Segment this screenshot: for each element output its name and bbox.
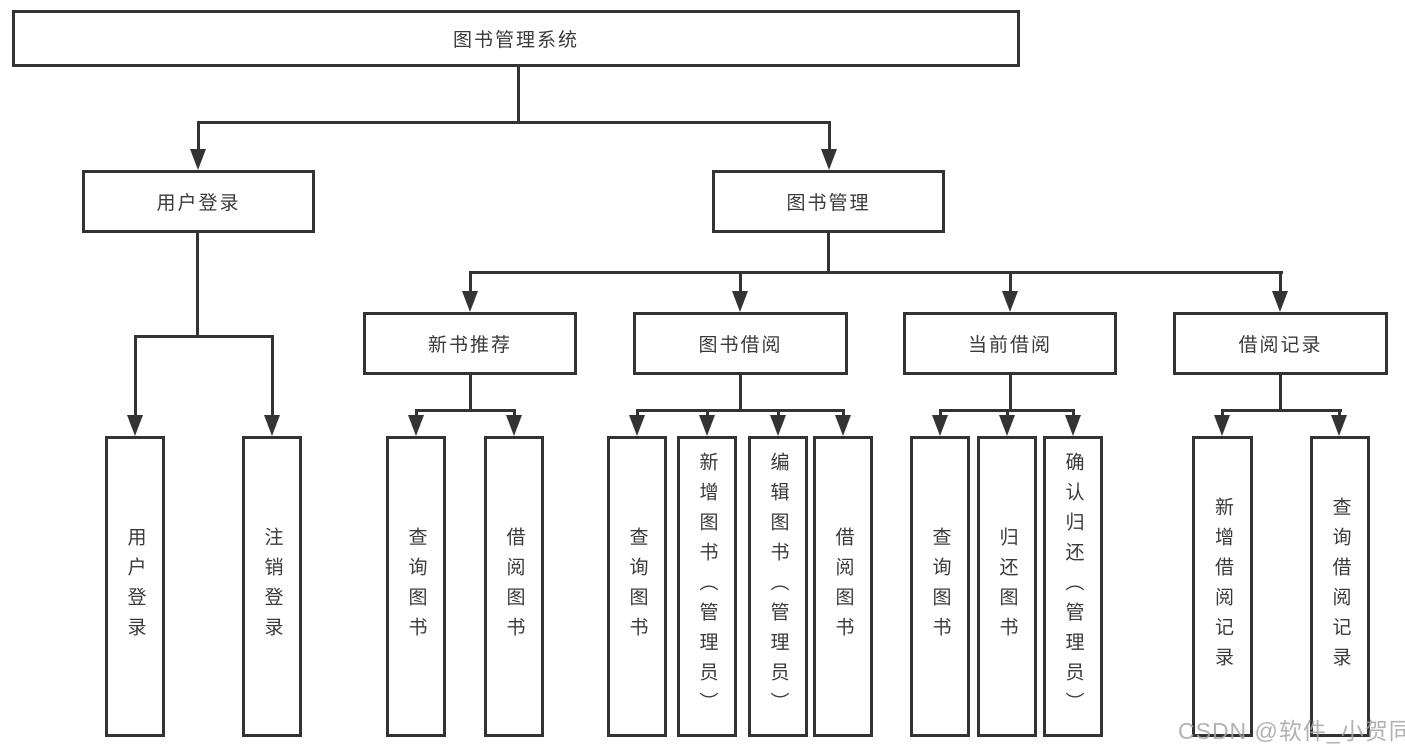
arrow-down-icon [462,291,478,312]
leaf-label: 借阅图书 [832,526,854,647]
connector-drop-leaf [706,409,709,418]
leaf-label: 查询图书 [405,526,427,647]
arrow-down-icon [264,415,280,436]
leaf-query-book: 查询图书 [607,436,667,737]
leaf-label: 查询借阅记录 [1329,496,1351,677]
leaf-borrow-book: 借阅图书 [484,436,544,737]
leaf-label: 编辑图书（管理员） [767,451,789,722]
leaf-label: 确认归还（管理员） [1062,451,1084,722]
connector-drop-user-login [197,121,200,153]
leaf-user-login: 用户登录 [105,436,165,737]
arrow-down-icon [1214,415,1230,436]
connector-drop-section [1279,271,1282,293]
arrow-down-icon [190,149,206,170]
leaf-borrow-book: 借阅图书 [813,436,873,737]
arrow-down-icon [699,415,715,436]
connector-drop-leaf [415,409,418,418]
arrow-down-icon [1331,415,1347,436]
leaf-label: 归还图书 [996,526,1018,647]
connector-user-login-bar [134,335,274,338]
node-label: 用户登录 [156,193,241,214]
node-new-book-recommend: 新书推荐 [363,312,577,375]
connector-root-stem [517,66,520,123]
leaf-label: 用户登录 [124,526,146,647]
connector-drop-leaf [1338,409,1341,418]
arrow-down-icon [629,415,645,436]
connector-section-stem [469,374,472,412]
connector-root-bar [197,121,831,124]
connector-drop-section [1009,271,1012,293]
arrow-down-icon [835,415,851,436]
leaf-label: 查询图书 [626,526,648,647]
node-book-management: 图书管理 [712,170,945,233]
leaf-label: 查询图书 [929,526,951,647]
connector-drop-section [469,271,472,293]
connector-drop-leaf [842,409,845,418]
node-label: 借阅记录 [1238,335,1323,356]
node-book-borrow: 图书借阅 [633,312,848,375]
connector-drop-leaf [636,409,639,418]
node-label: 图书管理系统 [452,30,579,51]
leaf-label: 借阅图书 [503,526,525,647]
connector-section-bar [636,409,845,412]
connector-drop-leaf [1006,409,1009,418]
arrow-down-icon [732,291,748,312]
arrow-down-icon [1272,291,1288,312]
connector-section-bar [415,409,516,412]
node-label: 新书推荐 [427,335,512,356]
node-library-management-system: 图书管理系统 [12,10,1020,67]
connector-section-bar [1221,409,1342,412]
arrow-down-icon [821,149,837,170]
connector-user-login-stem [196,232,199,337]
leaf-confirm-return-admin: 确认归还（管理员） [1043,436,1103,737]
leaf-add-book-admin: 新增图书（管理员） [677,436,737,737]
connector-drop-leaf [271,335,274,417]
leaf-label: 新增借阅记录 [1212,496,1233,677]
leaf-label: 注销登录 [261,526,283,647]
leaf-query-borrow-record: 查询借阅记录 [1310,436,1370,737]
arrow-down-icon [932,415,948,436]
connector-drop-leaf [513,409,516,418]
arrow-down-icon [770,415,786,436]
arrow-down-icon [999,415,1015,436]
connector-drop-leaf [1221,409,1224,418]
leaf-edit-book-admin: 编辑图书（管理员） [748,436,808,737]
connector-drop-leaf [1072,409,1075,418]
connector-book-management-stem [827,232,830,274]
node-current-borrow: 当前借阅 [903,312,1117,375]
connector-drop-leaf [134,335,137,417]
connector-book-management-bar [469,271,1283,274]
node-label: 当前借阅 [967,335,1052,356]
arrow-down-icon [1065,415,1081,436]
csdn-watermark: CSDN @软件_小贺同学 [1178,718,1405,744]
node-user-login: 用户登录 [82,170,315,233]
connector-drop-section [739,271,742,293]
node-label: 图书借阅 [698,335,783,356]
leaf-query-book: 查询图书 [386,436,446,737]
connector-drop-book-management [828,121,831,153]
leaf-query-book: 查询图书 [910,436,970,737]
connector-section-stem [739,374,742,412]
leaf-logout: 注销登录 [242,436,302,737]
connector-section-stem [1279,374,1282,412]
leaf-add-borrow-record: 新增借阅记录 [1192,436,1253,737]
connector-drop-leaf [939,409,942,418]
node-label: 图书管理 [786,193,871,214]
arrow-down-icon [506,415,522,436]
leaf-label: 新增图书（管理员） [696,451,718,722]
arrow-down-icon [127,415,143,436]
arrow-down-icon [408,415,424,436]
leaf-return-book: 归还图书 [977,436,1037,737]
connector-drop-leaf [777,409,780,418]
node-borrow-records: 借阅记录 [1173,312,1388,375]
connector-section-stem [1009,374,1012,412]
arrow-down-icon [1002,291,1018,312]
